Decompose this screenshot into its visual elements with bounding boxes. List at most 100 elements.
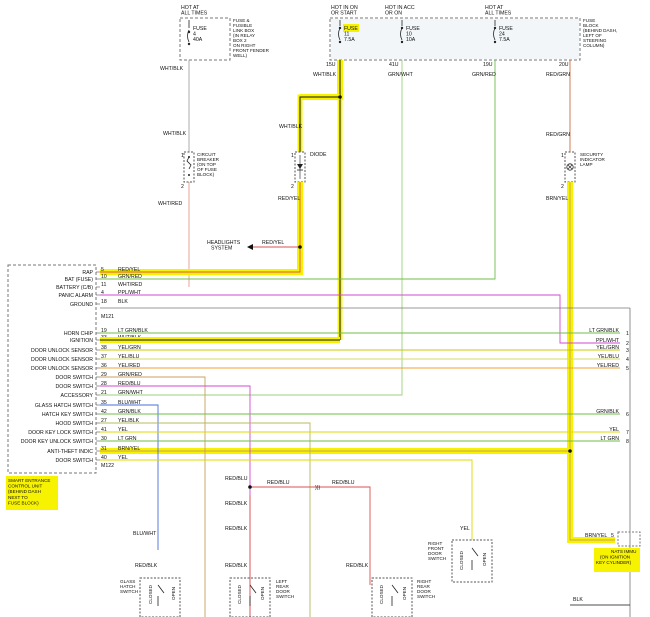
- unit-row-label: IGNITION: [70, 338, 93, 344]
- smart-entrance-unit: [7, 264, 97, 474]
- unit-row-pin: 38: [101, 345, 107, 351]
- wire-label: RED/GRN: [546, 132, 570, 138]
- unit-row-wire: YEL/BLU: [118, 354, 140, 360]
- pin-15u: 15U: [326, 62, 336, 68]
- wire-panic: [100, 294, 620, 344]
- unit-row-label: DOOR KEY LOCK SWITCH: [28, 430, 93, 436]
- right-row-wire: LT GRN/BLK: [589, 328, 619, 334]
- lamp-pin-2: 2: [561, 184, 564, 190]
- diode-feed-highlight: [297, 94, 340, 152]
- right-row-num: 4: [626, 357, 629, 363]
- unit-name: SMART ENTRANCE CONTROL UNIT (BEHIND DASH…: [8, 478, 52, 505]
- wire-fuse24: [100, 60, 496, 280]
- wire-label: YEL: [460, 526, 470, 532]
- unit-row-label: HORN CHIP: [64, 331, 94, 337]
- unit-row-pin: 21: [101, 390, 107, 396]
- unit-row-label: BAT (FUSE): [65, 277, 94, 283]
- anti-theft-wire: [569, 182, 615, 541]
- unit-row-wire: YEL/RED: [118, 363, 140, 369]
- unit-row-pin: 4: [101, 290, 104, 296]
- unit-row-label: BATTERY (C/B): [56, 285, 93, 291]
- wire-hood: [100, 422, 311, 617]
- wire-label: RED/BLU: [267, 480, 290, 486]
- right-row-wire: YEL/GRN: [596, 345, 619, 351]
- fuse-11-icon: [338, 26, 342, 44]
- fuse-24-icon: [493, 26, 497, 44]
- unit-row-wire: BLK: [118, 299, 128, 305]
- wire-label: WHT/BLK: [279, 124, 303, 130]
- fuse-10-icon: [400, 26, 404, 44]
- svg-text:OPEN: OPEN: [482, 553, 487, 566]
- unit-row-label: DOOR SWITCH: [56, 375, 94, 381]
- right-row-wire: YEL/BLU: [598, 354, 620, 360]
- fuse-11-highlight: [343, 24, 359, 32]
- unit-row-pin: 31: [101, 446, 107, 452]
- wire-label: RED/BLK: [225, 563, 248, 569]
- junction-dot: [568, 449, 572, 453]
- unit-row-pin: 19: [101, 328, 107, 334]
- right-row-num: 8: [626, 439, 629, 445]
- fuse-link-box: [179, 17, 231, 61]
- right-row-wire: LT GRN: [600, 436, 619, 442]
- unit-row-pin: 10: [101, 274, 107, 280]
- unit-row-wire: BRN/YEL: [118, 446, 140, 452]
- unit-row-label: DOOR SWITCH: [56, 458, 94, 464]
- unit-row-pin: 40: [101, 455, 107, 461]
- nats-wire-label: BRN/YEL: [585, 533, 607, 539]
- unit-row-wire: BLU/WHT: [118, 400, 142, 406]
- wire-label: BLK: [573, 597, 583, 603]
- unit-row-pin: 29: [101, 372, 107, 378]
- diode-pin-1: 1: [291, 153, 294, 159]
- junction-dot: [338, 95, 342, 99]
- breaker-label: CIRCUIT BREAKER (ON TOP OF FUSE BLOCK): [197, 152, 220, 177]
- wire-label: RED/BLU: [332, 480, 355, 486]
- unit-row-wire: GRN/RED: [118, 274, 142, 280]
- unit-row-pin: 28: [101, 381, 107, 387]
- svg-text:CLOSED: CLOSED: [459, 550, 464, 570]
- unit-row-pin: 30: [101, 436, 107, 442]
- unit-row-wire: GRN/WHT: [118, 390, 144, 396]
- svg-text:CLOSED: CLOSED: [237, 584, 242, 604]
- unit-row-wire: PPL/WHT: [118, 290, 142, 296]
- unit-row-pin: 11: [101, 282, 106, 288]
- rap-wire: [100, 182, 301, 273]
- nats-pin: 5: [611, 533, 614, 539]
- arrow-left-icon: [247, 244, 253, 250]
- wire-door-yel: [100, 459, 473, 540]
- anti-theft-highlight: [567, 182, 615, 543]
- nats-name: NATS IMMU (ON IGNITION KEY CYLINDER): [596, 549, 638, 565]
- right-row-num: 2: [626, 341, 629, 347]
- unit-row-label: DOOR SWITCH: [56, 384, 94, 390]
- unit-row-pin: 35: [101, 400, 107, 406]
- unit-row-pin: 27: [101, 418, 107, 424]
- lamp-pin-1: 1: [561, 153, 564, 159]
- wire-label: RED/BLK: [135, 563, 158, 569]
- junction-dot: [298, 245, 302, 249]
- wire-label: RED/GRN: [546, 72, 570, 78]
- unit-row-label: PANIC ALARM: [59, 293, 94, 299]
- nats-box: [617, 531, 641, 547]
- unit-row-label: RAP: [82, 270, 93, 276]
- unit-row-wire: RED/BLU: [118, 381, 141, 387]
- unit-row-label: HOOD SWITCH: [56, 421, 94, 427]
- pin-19u: 19U: [483, 62, 493, 68]
- unit-row-wire: YEL/GRN: [118, 345, 141, 351]
- unit-row-pin: 42: [101, 409, 107, 415]
- fuse-block-box-fill: [331, 19, 579, 59]
- diode-icon: [297, 155, 303, 179]
- wire-label: GRN/RED: [472, 72, 496, 78]
